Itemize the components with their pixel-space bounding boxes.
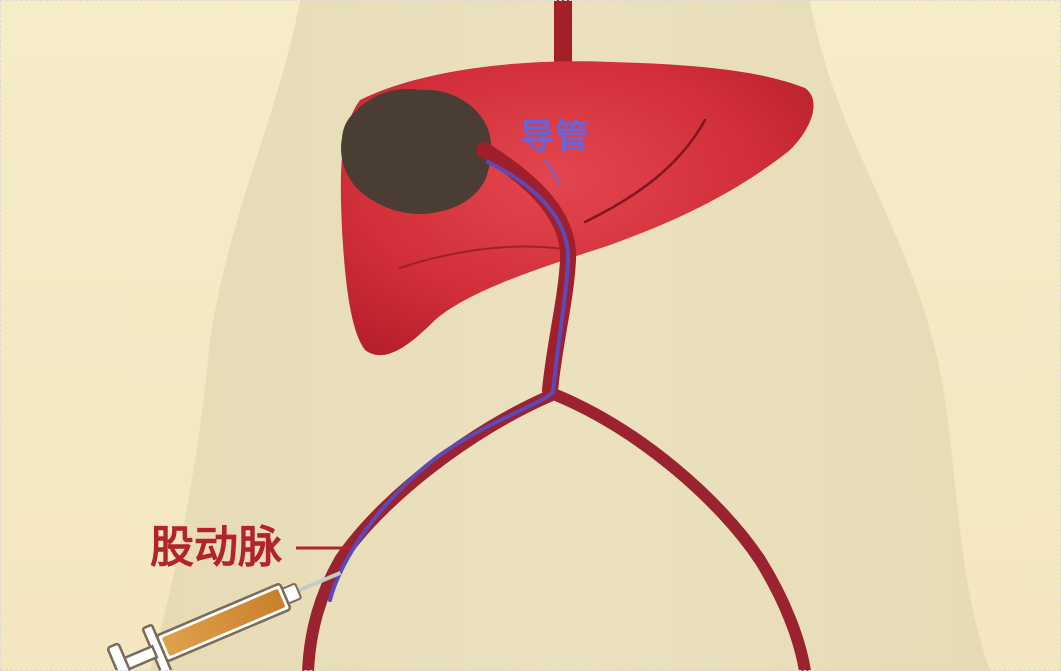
catheter-label: 导管 [520,117,590,157]
femoral-artery-label: 股动脉 [150,522,283,573]
